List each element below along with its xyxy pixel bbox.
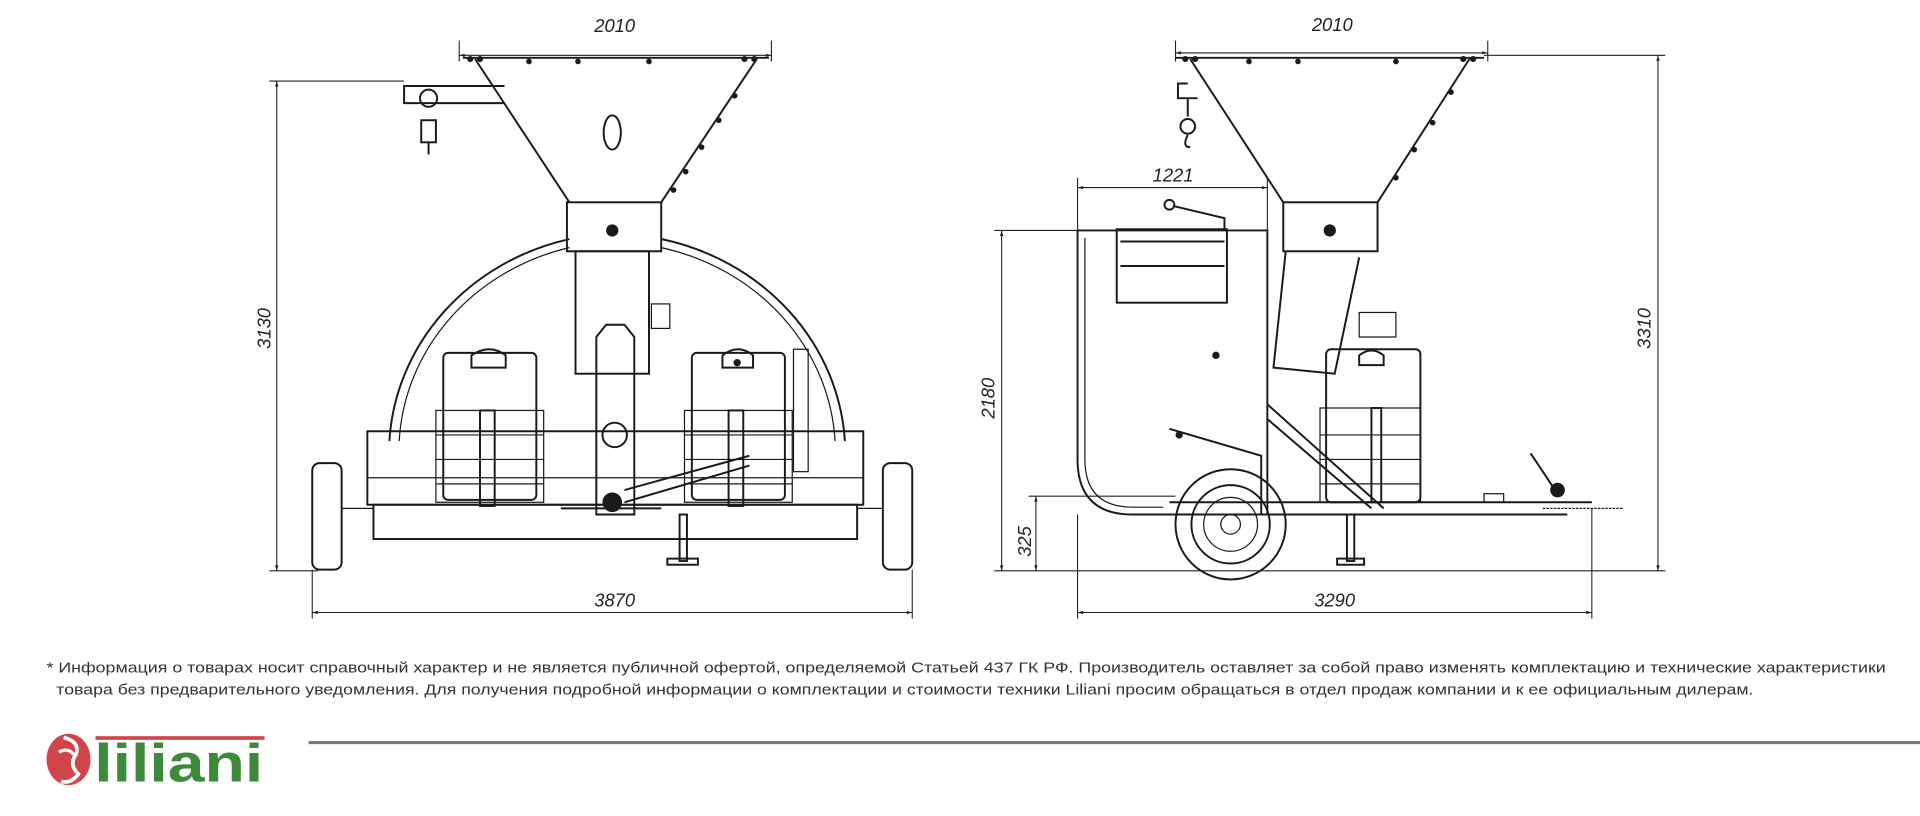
left-wheel — [311, 462, 343, 571]
front-dim-top-width: 2010 — [458, 15, 772, 62]
liliani-logo: liliani — [46, 733, 265, 793]
side-dim-clearance: 325 — [1014, 495, 1176, 571]
dim-label: 2010 — [1311, 14, 1354, 35]
right-tank — [683, 348, 809, 507]
dim-label: 2180 — [977, 377, 998, 420]
logo-emblem-icon — [46, 733, 91, 786]
hopper — [462, 55, 769, 253]
left-tank — [435, 348, 545, 507]
side-chassis — [1169, 452, 1623, 566]
side-wheel — [1174, 468, 1287, 581]
disclaimer-line-1: * Информация о товарах носит справочный … — [47, 659, 1886, 676]
side-view-drawing: 2010 — [977, 14, 1666, 619]
dim-label: 325 — [1014, 525, 1035, 556]
side-dim-body-height: 2180 — [977, 229, 1666, 572]
right-wheel — [881, 462, 914, 571]
side-dim-total-height: 3310 — [1484, 54, 1666, 571]
crane-hoist — [403, 84, 505, 155]
dim-label: 3310 — [1634, 307, 1655, 349]
front-view-drawing: 2010 — [254, 15, 914, 619]
footer-divider — [308, 741, 1920, 745]
side-dim-top-width: 2010 — [1174, 14, 1489, 62]
side-dim-body-length: 1221 — [1077, 164, 1268, 231]
feed-column — [574, 250, 750, 516]
front-dim-total-width: 3870 — [311, 569, 913, 619]
front-dim-height: 3130 — [254, 80, 405, 572]
dim-label: 1221 — [1153, 164, 1194, 185]
dim-label: 3130 — [254, 307, 275, 349]
base-frame — [366, 430, 865, 566]
dim-label: 2010 — [593, 15, 636, 36]
dim-label: 3870 — [594, 589, 636, 610]
side-hopper — [1175, 55, 1485, 375]
arch-frame — [388, 238, 846, 442]
disclaimer-line-2: товара без предварительного уведомления.… — [56, 682, 1753, 699]
dim-label: 3290 — [1314, 589, 1356, 610]
side-dim-total-length: 3290 — [1077, 508, 1593, 619]
logo-text: liliani — [94, 733, 263, 793]
